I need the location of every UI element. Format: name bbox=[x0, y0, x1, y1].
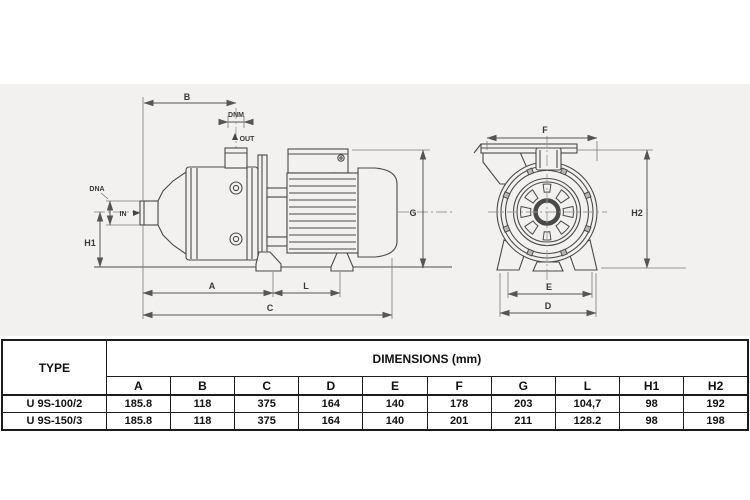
pump-nose-cone bbox=[157, 170, 187, 256]
out-flow-arrow bbox=[232, 133, 238, 140]
cell-h2: 192 bbox=[683, 394, 749, 413]
col-header-g: G bbox=[490, 376, 556, 396]
cell-f: 178 bbox=[426, 394, 492, 413]
col-header-a: A bbox=[105, 376, 171, 396]
terminal-box-screw bbox=[337, 154, 345, 162]
adapter-housing bbox=[266, 196, 288, 238]
row-type: U 9S-150/3 bbox=[1, 412, 107, 431]
cell-b: 118 bbox=[169, 412, 236, 431]
cell-g: 203 bbox=[490, 394, 556, 413]
casing-screw bbox=[229, 232, 243, 246]
dim-label-out: OUT bbox=[240, 136, 256, 143]
col-header-h2: H2 bbox=[683, 376, 749, 396]
terminal-box-front bbox=[535, 147, 562, 171]
casing-screw-center bbox=[232, 235, 240, 243]
cell-c: 375 bbox=[234, 394, 300, 413]
col-header-c: C bbox=[234, 376, 300, 396]
cell-d: 164 bbox=[298, 412, 364, 431]
dim-label-dnm: DNM bbox=[228, 112, 244, 119]
front-foot bbox=[255, 251, 282, 272]
pump-side-view: B DNM OUT DNA IN H1 A L C G bbox=[84, 92, 452, 319]
cell-c: 375 bbox=[234, 412, 300, 431]
casing-screw-center bbox=[232, 184, 240, 192]
dim-label-b: B bbox=[184, 92, 191, 102]
dim-label-f: F bbox=[542, 125, 548, 135]
casing-screw bbox=[229, 181, 243, 195]
cell-e: 140 bbox=[362, 412, 428, 431]
motor-end-cap bbox=[357, 167, 398, 258]
type-column-header: TYPE bbox=[1, 339, 107, 396]
in-flow-arrow bbox=[133, 210, 140, 216]
motor-lug-bottom bbox=[266, 236, 289, 247]
cell-e: 140 bbox=[362, 394, 428, 413]
technical-drawing-panel: B DNM OUT DNA IN H1 A L C G bbox=[0, 84, 750, 336]
cell-f: 201 bbox=[426, 412, 492, 431]
cell-h1: 98 bbox=[619, 412, 685, 431]
dimensions-header: DIMENSIONS (mm) bbox=[105, 339, 749, 377]
terminal-box bbox=[287, 148, 349, 174]
face-slots bbox=[520, 183, 574, 241]
cell-b: 118 bbox=[169, 394, 236, 413]
dim-label-l: L bbox=[303, 281, 309, 291]
col-header-d: D bbox=[298, 376, 364, 396]
rear-foot bbox=[330, 252, 354, 272]
inlet-port bbox=[139, 200, 159, 226]
base-pad bbox=[532, 261, 564, 272]
pump-front-view: F H2 E D bbox=[473, 125, 686, 317]
outlet-port bbox=[224, 147, 248, 169]
dim-label-h1: H1 bbox=[84, 238, 96, 248]
cell-d: 164 bbox=[298, 394, 364, 413]
terminal-box-screw-center bbox=[339, 156, 343, 160]
col-header-b: B bbox=[169, 376, 236, 396]
top-plate-bevel bbox=[473, 143, 482, 154]
dim-label-c: C bbox=[267, 303, 274, 313]
table-row: U 9S-150/3 185.8 118 375 164 140 201 211… bbox=[1, 412, 749, 431]
dim-label-d: D bbox=[545, 301, 552, 311]
col-header-f: F bbox=[426, 376, 492, 396]
col-header-e: E bbox=[362, 376, 428, 396]
cell-h1: 98 bbox=[619, 394, 685, 413]
flange-bolts bbox=[502, 167, 592, 257]
dimensions-table: TYPE DIMENSIONS (mm) A B C D E F G L H1 … bbox=[1, 339, 749, 431]
dna-leader-line bbox=[100, 192, 109, 200]
dim-label-a: A bbox=[209, 281, 216, 291]
cell-g: 211 bbox=[490, 412, 556, 431]
col-header-l: L bbox=[554, 376, 621, 396]
dim-label-in: IN bbox=[120, 211, 127, 218]
dim-label-g: G bbox=[409, 208, 416, 218]
motor-body bbox=[286, 172, 359, 254]
pump-technical-drawing: B DNM OUT DNA IN H1 A L C G bbox=[84, 92, 686, 319]
dim-label-h2: H2 bbox=[631, 208, 643, 218]
cell-l: 104,7 bbox=[554, 394, 621, 413]
row-type: U 9S-100/2 bbox=[1, 394, 107, 413]
column-letters-row: A B C D E F G L H1 H2 bbox=[2, 376, 749, 396]
dim-label-dna: DNA bbox=[89, 186, 104, 193]
table-row: U 9S-100/2 185.8 118 375 164 140 178 203… bbox=[1, 394, 749, 413]
motor-cooling-fins bbox=[289, 178, 356, 250]
cell-a: 185.8 bbox=[105, 412, 171, 431]
cell-h2: 198 bbox=[683, 412, 749, 431]
motor-lug-top bbox=[266, 187, 289, 198]
dim-label-e: E bbox=[546, 282, 552, 292]
col-header-h1: H1 bbox=[619, 376, 685, 396]
cell-a: 185.8 bbox=[105, 394, 171, 413]
cell-l: 128.2 bbox=[554, 412, 621, 431]
